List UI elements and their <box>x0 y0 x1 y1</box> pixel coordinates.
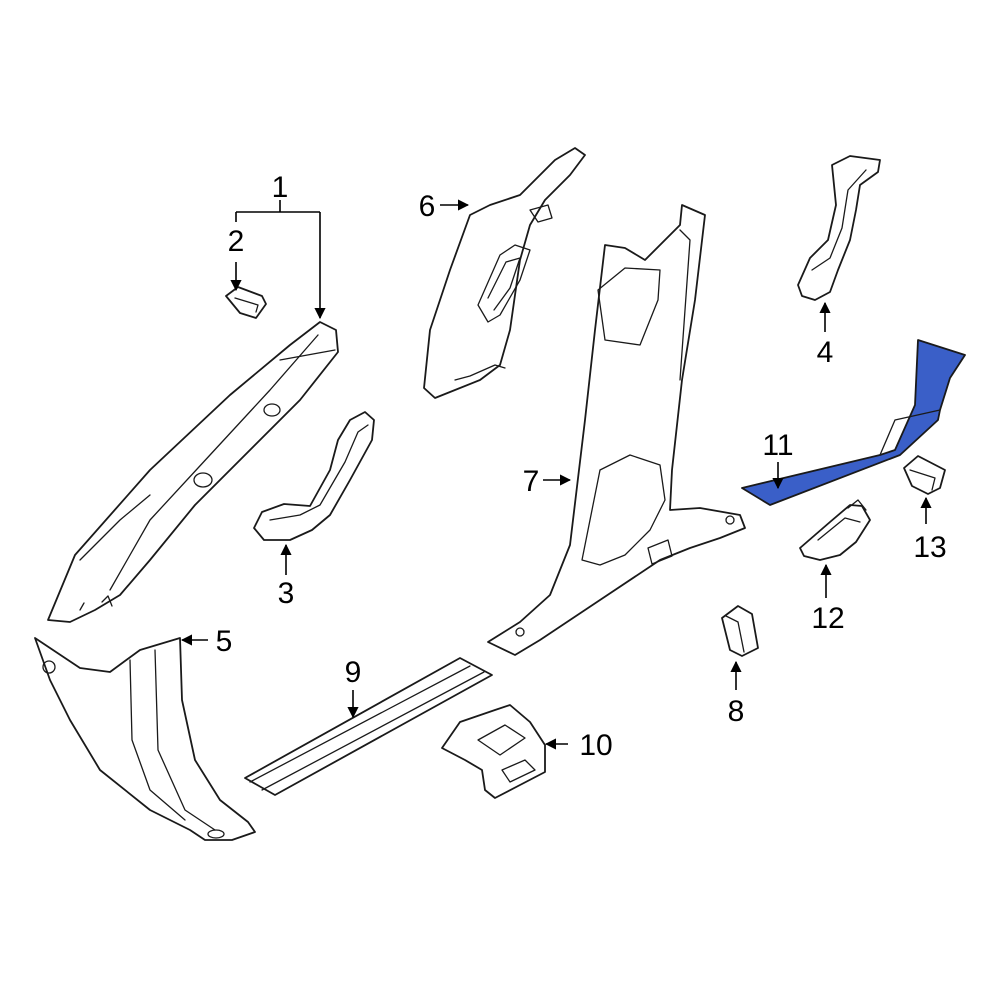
callout-12: 12 <box>811 602 844 635</box>
part-3-grab-handle[interactable] <box>253 411 375 541</box>
part-9-sill-plate[interactable] <box>244 657 493 796</box>
part-1-a-pillar-trim[interactable] <box>47 321 339 623</box>
part-5-kick-panel[interactable] <box>34 637 256 841</box>
part-8-cap[interactable] <box>721 605 759 657</box>
part-13-clip[interactable] <box>903 455 946 495</box>
part-12-clip[interactable] <box>799 499 871 561</box>
callout-8: 8 <box>728 695 745 728</box>
callout-7: 7 <box>523 465 540 498</box>
callout-3: 3 <box>278 577 295 610</box>
part-10-bracket[interactable] <box>441 704 546 799</box>
part-6-upper-b-pillar-trim[interactable] <box>423 147 586 399</box>
part-2-clip[interactable] <box>225 286 267 319</box>
leader-lines <box>180 199 932 750</box>
callout-2: 2 <box>228 225 245 258</box>
callout-10: 10 <box>579 729 612 762</box>
callout-1: 1 <box>272 171 289 204</box>
part-4-grab-handle[interactable] <box>797 155 881 301</box>
callout-13: 13 <box>913 531 946 564</box>
callout-11: 11 <box>762 429 793 462</box>
part-11-scuff-plate[interactable] <box>741 339 966 506</box>
callout-9: 9 <box>345 656 362 689</box>
part-7-lower-b-pillar-trim[interactable] <box>487 204 746 656</box>
callout-5: 5 <box>216 625 233 658</box>
callout-labels: 1 2 3 4 5 6 7 8 9 10 11 12 13 <box>216 171 947 762</box>
callout-6: 6 <box>419 190 436 223</box>
callout-4: 4 <box>817 336 834 369</box>
